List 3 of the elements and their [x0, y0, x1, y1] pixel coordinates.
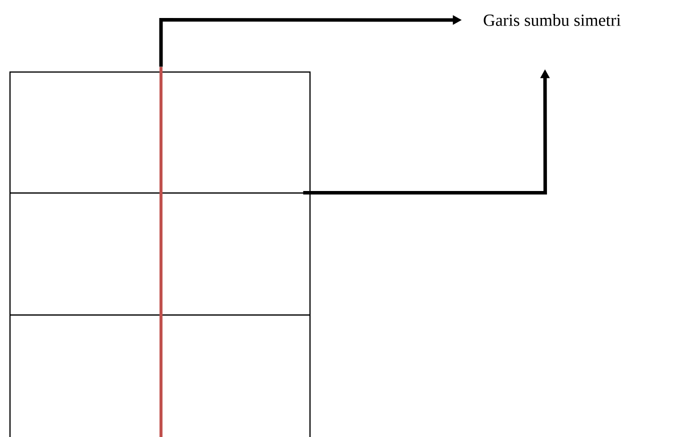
symmetry-axis-line: [160, 67, 162, 437]
grid-drawing: [9, 71, 311, 437]
axis-label: Garis sumbu simetri: [484, 14, 621, 26]
